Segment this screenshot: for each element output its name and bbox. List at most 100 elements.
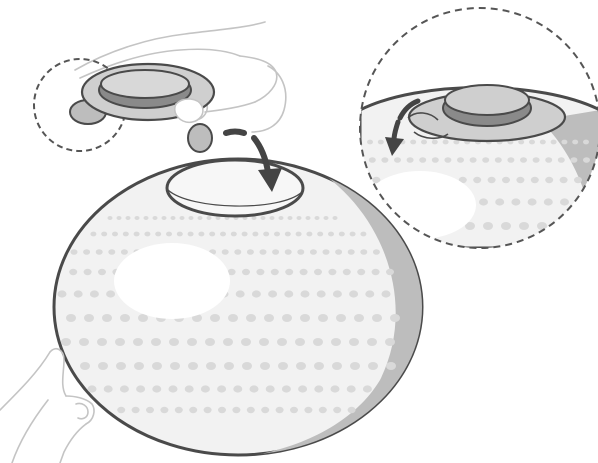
mesh-dimple <box>540 140 546 145</box>
mesh-dimple <box>250 385 259 392</box>
mesh-dimple <box>66 314 76 322</box>
mesh-dimple <box>166 232 172 237</box>
mesh-dimple <box>317 232 323 237</box>
mesh-dimple <box>479 198 488 205</box>
mesh-dimple <box>264 314 274 322</box>
mesh-dimple <box>80 362 90 370</box>
speaker-top-opening <box>167 160 303 216</box>
mesh-dimple <box>217 385 226 392</box>
mesh-dimple <box>328 232 334 237</box>
mesh-dimple <box>296 232 302 237</box>
mesh-dimple <box>296 362 306 370</box>
mesh-dimple <box>228 314 238 322</box>
mesh-dimple <box>560 198 569 205</box>
mesh-dimple <box>300 269 308 275</box>
mesh-dimple <box>188 362 198 370</box>
mesh-dimple <box>153 216 158 220</box>
mesh-dimple <box>247 249 254 255</box>
mesh-dimple <box>246 314 256 322</box>
mesh-dimple <box>242 232 248 237</box>
mesh-dimple <box>531 177 539 183</box>
mesh-dimple <box>347 385 356 392</box>
mesh-dimple <box>282 314 292 322</box>
mesh-dimple <box>90 290 99 297</box>
mesh-dimple <box>175 407 183 413</box>
mesh-dimple <box>259 338 269 346</box>
mesh-dimple <box>210 314 220 322</box>
mesh-dimple <box>234 249 241 255</box>
mesh-dimple <box>335 249 342 255</box>
mesh-dimple <box>350 232 356 237</box>
mesh-dimple <box>261 216 266 220</box>
mesh-dimple <box>120 385 129 392</box>
mesh-dimple <box>410 140 416 145</box>
mesh-dimple <box>120 314 130 322</box>
mesh-dimple <box>180 216 185 220</box>
mesh-dimple <box>357 269 365 275</box>
mesh-dimple <box>223 338 233 346</box>
mesh-dimple <box>98 362 108 370</box>
mesh-dimple <box>209 232 215 237</box>
mesh-dimple <box>132 407 140 413</box>
mesh-dimple <box>390 314 400 322</box>
mesh-dimple <box>96 249 103 255</box>
mesh-dimple <box>84 269 92 275</box>
mesh-dimple <box>495 157 502 163</box>
mesh-dimple <box>98 269 106 275</box>
mesh-dimple <box>382 290 391 297</box>
mesh-dimple <box>306 216 311 220</box>
mesh-dimple <box>555 222 565 230</box>
mesh-dimple <box>242 269 250 275</box>
mesh-dimple <box>333 407 341 413</box>
mesh-dimple <box>247 407 255 413</box>
mesh-dimple <box>570 157 577 163</box>
cap-fit-detail-callout <box>357 8 598 248</box>
mesh-dimple <box>529 140 535 145</box>
mesh-dimple <box>495 198 504 205</box>
mesh-dimple <box>169 385 178 392</box>
mesh-dimple <box>155 232 161 237</box>
mesh-dimple <box>349 338 359 346</box>
mesh-dimple <box>146 407 154 413</box>
mesh-dimple <box>544 198 553 205</box>
mesh-dimple <box>444 157 451 163</box>
mesh-dimple <box>314 385 323 392</box>
mesh-dimple <box>333 290 342 297</box>
mesh-dimple <box>373 249 380 255</box>
mesh-dimple <box>369 157 376 163</box>
mesh-dimple <box>152 385 161 392</box>
mesh-dimple <box>323 249 330 255</box>
mesh-dimple <box>350 362 360 370</box>
mesh-dimple <box>432 157 439 163</box>
mesh-dimple <box>116 362 126 370</box>
upper-thumb <box>175 99 203 122</box>
mesh-dimple <box>297 216 302 220</box>
mesh-dimple <box>274 232 280 237</box>
mesh-dimple <box>79 338 89 346</box>
mesh-dimple <box>260 249 267 255</box>
mesh-dimple <box>231 232 237 237</box>
mesh-dimple <box>561 140 567 145</box>
mesh-dimple <box>144 216 149 220</box>
mesh-dimple <box>151 338 161 346</box>
mesh-dimple <box>572 140 578 145</box>
mesh-dimple <box>261 407 269 413</box>
mesh-dimple <box>295 338 305 346</box>
mesh-dimple <box>71 249 78 255</box>
mesh-dimple <box>367 140 373 145</box>
mesh-dimple <box>170 362 180 370</box>
mesh-dimple <box>268 290 277 297</box>
mesh-dimple <box>236 290 245 297</box>
mesh-dimple <box>198 232 204 237</box>
mesh-dimple <box>74 290 83 297</box>
mesh-dimple <box>545 177 553 183</box>
mesh-dimple <box>421 140 427 145</box>
mesh-dimple <box>528 198 537 205</box>
mesh-dimple <box>241 338 251 346</box>
mesh-dimple <box>432 140 438 145</box>
mesh-dimple <box>367 338 377 346</box>
mesh-dimple <box>328 269 336 275</box>
mesh-dimple <box>177 232 183 237</box>
mesh-dimple <box>121 249 128 255</box>
